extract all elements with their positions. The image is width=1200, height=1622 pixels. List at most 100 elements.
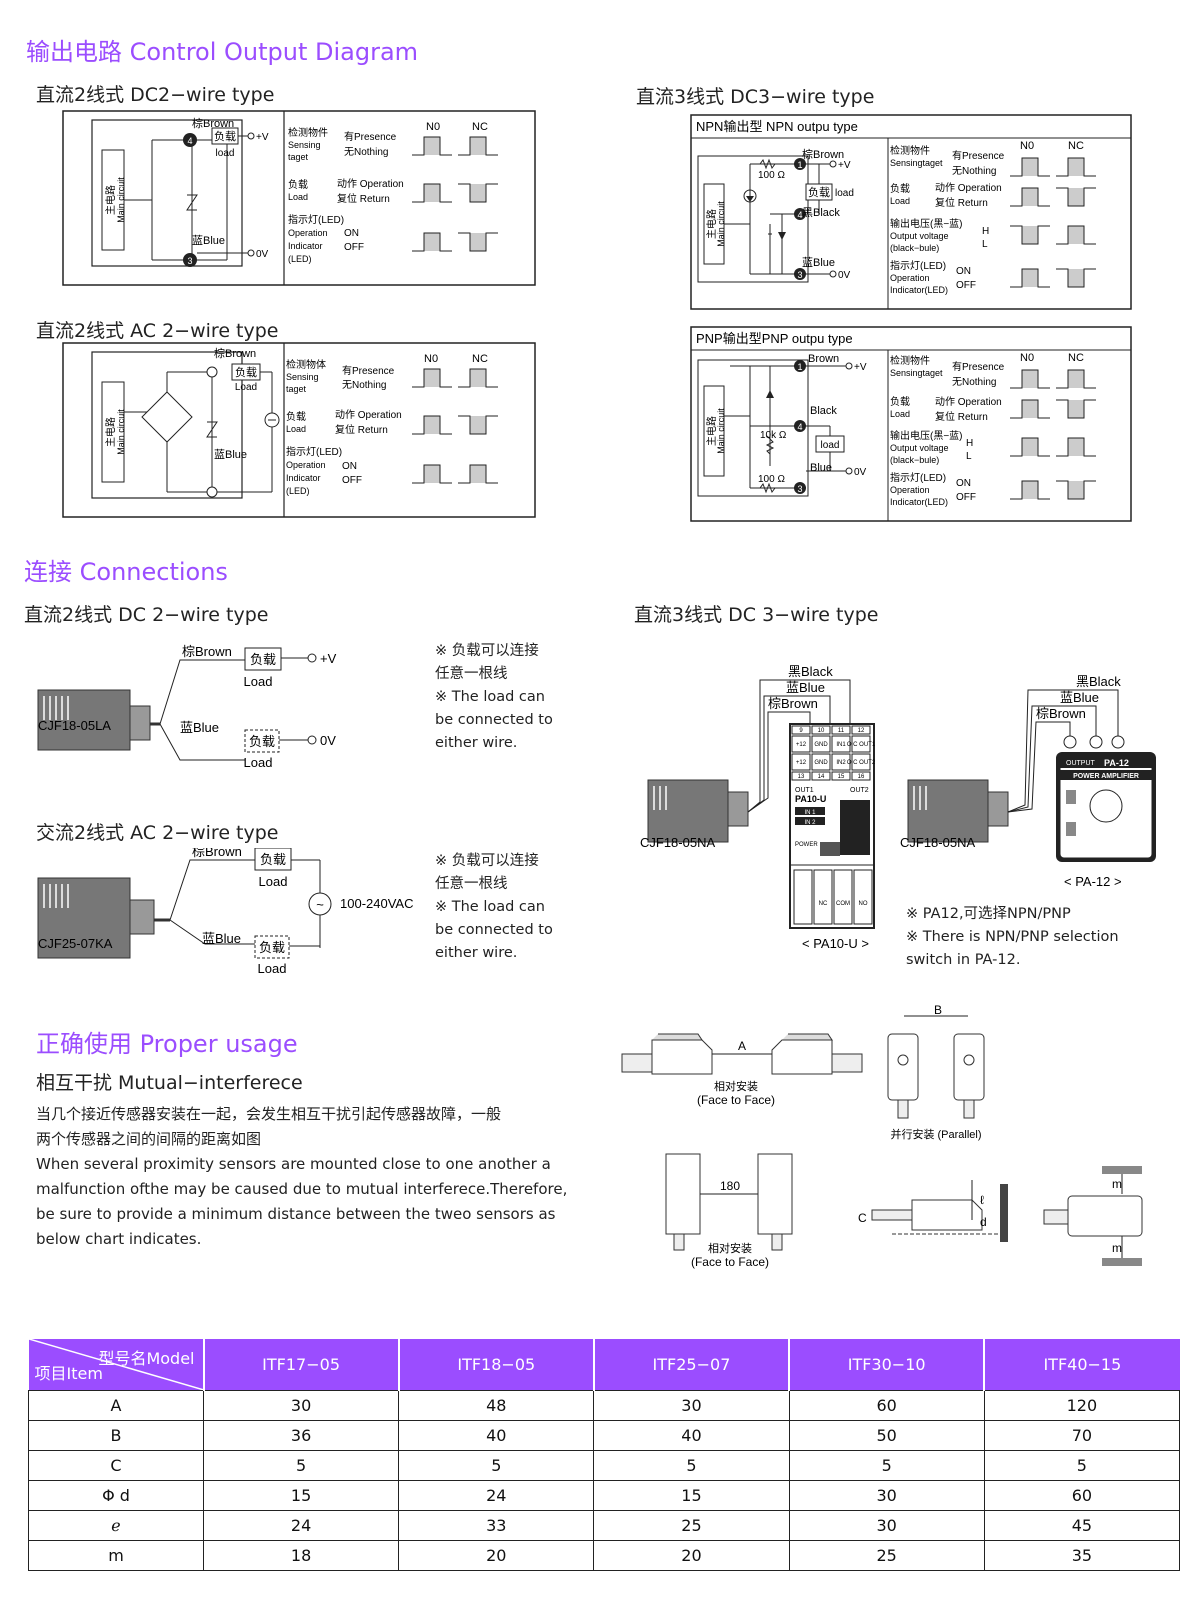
svg-text:COM: COM	[836, 901, 850, 907]
table-header-model: ITF30−10	[788, 1339, 985, 1390]
table-cell: 35	[983, 1539, 1181, 1571]
svg-text:蓝Blue: 蓝Blue	[180, 720, 219, 735]
table-cell: 15	[202, 1479, 400, 1511]
table-corner-header: 型号名Model 项目Item	[28, 1339, 204, 1390]
table-cell: 60	[983, 1479, 1181, 1511]
svg-text:1: 1	[797, 160, 802, 170]
svg-text:3: 3	[797, 484, 802, 494]
svg-text:Load: Load	[244, 674, 273, 689]
svg-text:PA10-U: PA10-U	[795, 794, 826, 804]
svg-text:复位 Return: 复位 Return	[935, 410, 988, 423]
svg-text:OFF: OFF	[956, 492, 976, 503]
table-row: B 36 40 40 50 70	[28, 1419, 1181, 1451]
dc3-connection-title: 直流3线式 DC 3−wire type	[634, 604, 879, 626]
svg-text:POWER AMPLIFIER: POWER AMPLIFIER	[1073, 773, 1139, 780]
table-cell: 5	[788, 1449, 985, 1481]
svg-text:Operation: Operation	[286, 460, 326, 470]
svg-text:有Presence: 有Presence	[342, 364, 395, 377]
table-cell: 5	[983, 1449, 1181, 1481]
svg-text:负载: 负载	[214, 129, 236, 143]
svg-text:IN 2: IN 2	[804, 820, 816, 826]
table-cell: 5	[202, 1449, 400, 1481]
svg-text:Output voltage: Output voltage	[890, 443, 949, 453]
svg-text:100 Ω: 100 Ω	[758, 170, 785, 181]
svg-text:Blue: Blue	[810, 462, 832, 474]
table-row: ℯ 24 33 25 30 45	[28, 1509, 1181, 1541]
dc2-output-title: 直流2线式 DC2−wire type	[36, 84, 275, 106]
svg-text:Indicator(LED): Indicator(LED)	[890, 497, 948, 507]
svg-text:负载: 负载	[288, 178, 308, 191]
table-row: Φ d 15 24 15 30 60	[28, 1479, 1181, 1511]
svg-text:+12: +12	[796, 760, 807, 766]
svg-text:Sensingtaget: Sensingtaget	[890, 158, 943, 168]
dc3-output-title: 直流3线式 DC3−wire type	[636, 86, 875, 108]
side-mount-figure: C ℓ d	[858, 1180, 1008, 1242]
table-cell: 20	[398, 1539, 595, 1571]
spec-table: 型号名Model 项目Item ITF17−05 ITF18−05 ITF25−…	[28, 1339, 1181, 1571]
svg-text:检测物件: 检测物件	[288, 126, 328, 139]
svg-text:棕Brown: 棕Brown	[768, 696, 818, 711]
svg-text:Main circuit: Main circuit	[716, 201, 726, 247]
svg-text:13: 13	[798, 774, 805, 780]
svg-text:GND: GND	[814, 760, 828, 766]
svg-text:黑Black: 黑Black	[788, 664, 833, 679]
pnp-output-diagram: PNP输出型PNP outpu type 主电路 Main circuit 10…	[690, 326, 1132, 522]
table-row-item: Φ d	[28, 1479, 204, 1511]
svg-text:Load: Load	[288, 192, 308, 202]
svg-text:Load: Load	[235, 382, 257, 393]
svg-text:棕Brown: 棕Brown	[192, 848, 242, 859]
svg-text:L: L	[966, 451, 972, 462]
dc2-model-label: CJF18-05LA	[38, 718, 111, 733]
svg-text:负载: 负载	[890, 395, 910, 408]
usage-subtitle: 相互干扰 Mutual−interferece	[36, 1072, 303, 1094]
svg-text:load: load	[216, 148, 235, 159]
pa10-caption: < PA10-U >	[802, 936, 869, 951]
svg-text:负载: 负载	[260, 852, 286, 867]
svg-text:蓝Blue: 蓝Blue	[1060, 690, 1099, 705]
table-row: m 18 20 20 25 35	[28, 1539, 1181, 1571]
svg-text:GND: GND	[814, 742, 828, 748]
svg-text:Black: Black	[810, 405, 837, 417]
svg-text:load: load	[835, 188, 854, 199]
face-to-face-side-figure: 180 相对安装 (Face to Face)	[665, 1153, 793, 1269]
ac2-output-diagram: 主电路 Main circuit 棕Brown 负载 Load 蓝Blue N0…	[62, 342, 536, 518]
svg-text:Load: Load	[258, 961, 287, 976]
svg-text:OUT1: OUT1	[795, 787, 814, 794]
svg-text:负载: 负载	[890, 182, 910, 195]
pa12-note: ※ PA12,可选择NPN/PNP ※ There is NPN/PNP sel…	[906, 906, 1119, 968]
svg-text:有Presence: 有Presence	[344, 130, 397, 143]
svg-text:ON: ON	[342, 461, 357, 472]
svg-text:180: 180	[720, 1179, 740, 1193]
svg-text:H: H	[982, 226, 989, 237]
table-cell: 30	[202, 1389, 400, 1421]
svg-text:OFF: OFF	[342, 475, 362, 486]
table-cell: 48	[398, 1389, 595, 1421]
table-cell: 20	[593, 1539, 790, 1571]
svg-text:负载: 负载	[250, 652, 276, 667]
svg-text:Load: Load	[259, 874, 288, 889]
svg-text:无Nothing: 无Nothing	[952, 377, 996, 388]
svg-text:黑Black: 黑Black	[1076, 674, 1121, 689]
svg-text:taget: taget	[288, 152, 309, 162]
svg-text:无Nothing: 无Nothing	[344, 147, 388, 158]
svg-text:0V: 0V	[838, 270, 851, 281]
pa10-model-label: CJF18-05NA	[640, 835, 715, 850]
svg-text:12: 12	[858, 728, 865, 734]
svg-text:(Face to Face): (Face to Face)	[691, 1255, 769, 1269]
svg-text:Load: Load	[890, 409, 910, 419]
ac2-connection-title: 交流2线式 AC 2−wire type	[36, 822, 279, 844]
svg-text:复位 Return: 复位 Return	[335, 423, 388, 436]
svg-text:1: 1	[797, 362, 802, 372]
svg-text:PA-12: PA-12	[1104, 758, 1129, 768]
table-header-model: ITF40−15	[983, 1339, 1180, 1390]
pa12-connection-diagram: 黑Black 蓝Blue 棕Brown OUTPUT PA-12 POWER A…	[900, 674, 1156, 889]
svg-text:IN1: IN1	[836, 742, 846, 748]
svg-text:Load: Load	[286, 424, 306, 434]
svg-text:负载: 负载	[259, 940, 285, 955]
svg-text:OFF: OFF	[344, 242, 364, 253]
svg-text:无Nothing: 无Nothing	[952, 166, 996, 177]
table-cell: 18	[202, 1539, 400, 1571]
svg-text:并行安装 (Parallel): 并行安装 (Parallel)	[890, 1127, 981, 1141]
svg-text:IN 1: IN 1	[804, 810, 816, 816]
svg-text:Load: Load	[890, 196, 910, 206]
